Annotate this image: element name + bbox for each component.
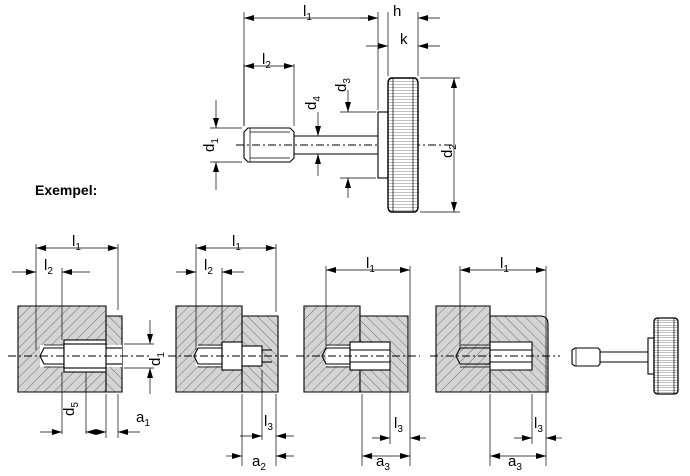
svg-text:l3: l3 (264, 413, 273, 433)
example-1: l1 l2 d1 d5 a1 (8, 233, 167, 438)
dim-d3 (345, 90, 351, 198)
dim-d1 (213, 100, 219, 190)
svg-text:d1: d1 (147, 352, 167, 366)
svg-text:l1: l1 (366, 255, 375, 275)
examples-heading: Exempel: (35, 182, 97, 198)
main-view: l1 h k l2 d1 d4 d3 d2 (201, 3, 460, 213)
dim-k (366, 43, 440, 49)
dim-h (360, 15, 440, 21)
label-l1: l1 (303, 3, 312, 23)
svg-text:l1: l1 (232, 233, 241, 253)
label-k: k (400, 31, 408, 48)
small-screw (571, 317, 679, 395)
svg-text:d5: d5 (61, 402, 81, 416)
shank (294, 135, 378, 155)
dim-d2 (451, 78, 457, 212)
label-h: h (393, 3, 401, 20)
svg-text:a2: a2 (252, 453, 266, 473)
dim-l2 (244, 63, 294, 69)
svg-text:a3: a3 (508, 453, 522, 473)
svg-text:l1: l1 (72, 233, 81, 253)
label-d2: d2 (439, 144, 459, 158)
threaded-end (243, 127, 295, 163)
svg-text:l1: l1 (500, 255, 509, 275)
svg-text:l2: l2 (204, 257, 213, 277)
label-d3: d3 (333, 78, 353, 92)
svg-text:a1: a1 (136, 409, 150, 429)
example-4: l1 l3 a3 (430, 255, 562, 473)
label-l2: l2 (262, 51, 271, 71)
knurled-head (387, 77, 419, 213)
dim-d4 (315, 112, 321, 176)
svg-text:a3: a3 (376, 453, 390, 473)
example-2: l1 l2 l3 a2 (168, 233, 294, 473)
svg-text:l2: l2 (44, 257, 53, 277)
svg-text:l3: l3 (534, 415, 543, 435)
label-d1: d1 (201, 138, 221, 152)
label-d4: d4 (303, 96, 323, 110)
example-3: l1 l3 a3 (296, 255, 426, 473)
svg-text:l3: l3 (394, 415, 403, 435)
collar (377, 111, 389, 179)
